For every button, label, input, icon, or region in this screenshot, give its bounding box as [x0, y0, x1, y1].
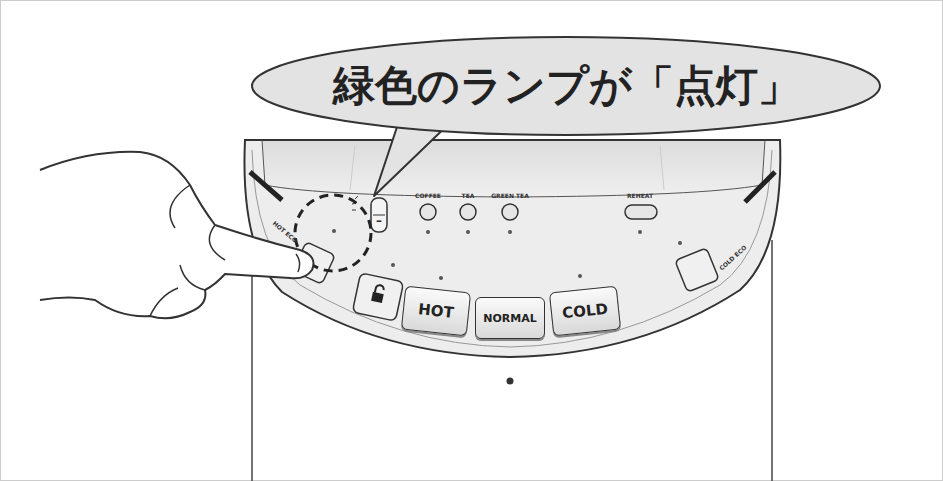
button-label: NORMAL [483, 312, 537, 325]
key-label: – [376, 215, 382, 227]
button-label: COLD [561, 300, 608, 323]
key-label: COFFEE [415, 193, 441, 199]
key-label: TEA [462, 193, 475, 199]
panel-button: NORMAL [475, 297, 545, 339]
button-label: HOT [417, 300, 454, 322]
key-label: GREEN TEA [491, 193, 529, 199]
panel-button: HOT [401, 286, 471, 337]
key-label: REHEAT [627, 193, 653, 199]
panel-button: COLD [549, 286, 621, 337]
callout-text: 緑色のランプが「点灯」 [333, 58, 800, 114]
speech-bubble: 緑色のランプが「点灯」 [250, 35, 882, 137]
